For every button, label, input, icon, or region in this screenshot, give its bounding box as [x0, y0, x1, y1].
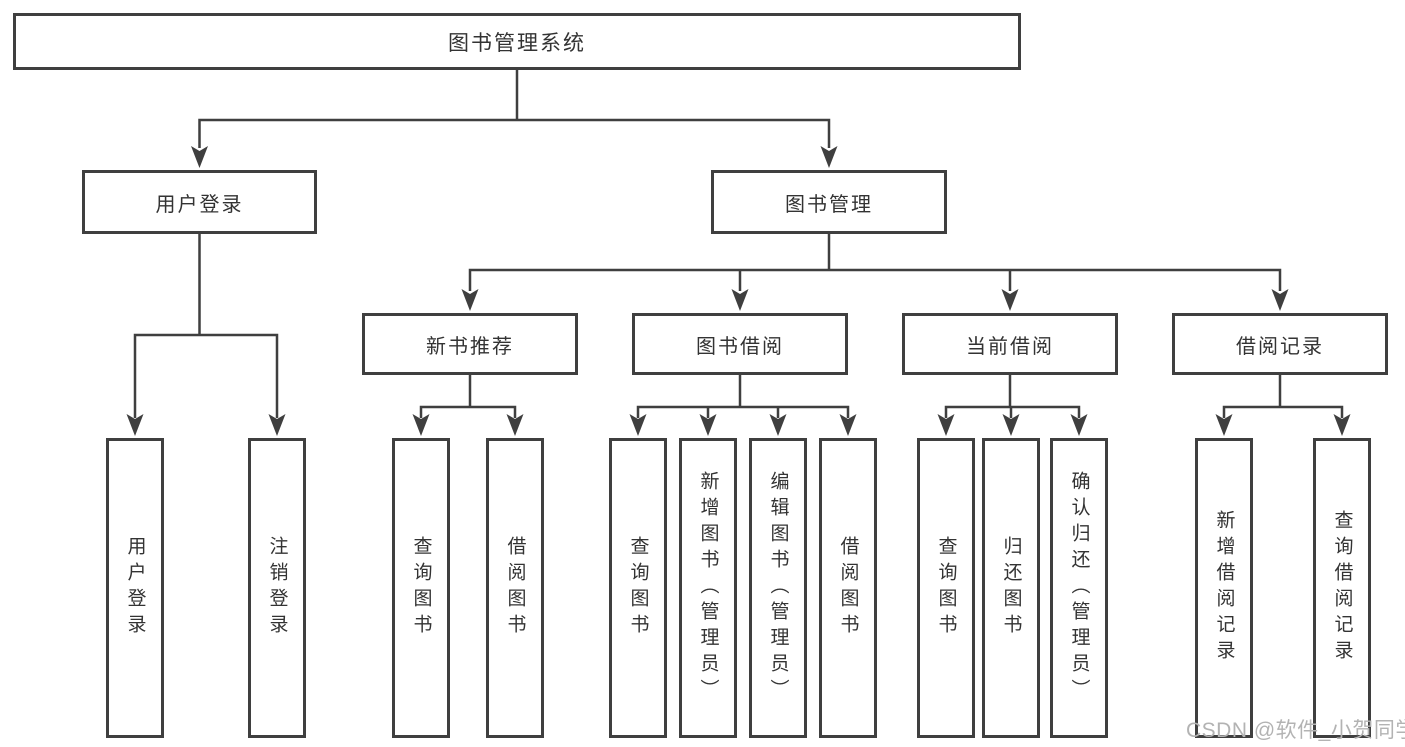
leaf-user-login-label: 用户登录 — [124, 536, 146, 640]
leaf-borrow-books-label: 借阅图书 — [837, 536, 859, 640]
node-book-borrowing: 图书借阅 — [632, 313, 848, 375]
node-borrowing-records: 借阅记录 — [1172, 313, 1388, 375]
node-new-book-recommendation: 新书推荐 — [362, 313, 578, 375]
leaf-return-books-label: 归还图书 — [1000, 536, 1022, 640]
leaf-return-books: 归还图书 — [982, 438, 1040, 738]
csdn-watermark: CSDN @软件_小贺同学 — [1186, 719, 1405, 742]
leaf-edit-books-admin: 编辑图书（管理员） — [749, 438, 807, 738]
leaf-borrow-books: 借阅图书 — [819, 438, 877, 738]
leaf-confirm-return-admin-label: 确认归还（管理员） — [1068, 471, 1090, 705]
leaf-confirm-return-admin: 确认归还（管理员） — [1050, 438, 1108, 738]
leaf-query-books-current: 查询图书 — [917, 438, 975, 738]
node-library-management-system: 图书管理系统 — [13, 13, 1021, 70]
leaf-add-borrow-record: 新增借阅记录 — [1195, 438, 1253, 738]
leaf-borrow-books-recommend: 借阅图书 — [486, 438, 544, 738]
leaf-logout: 注销登录 — [248, 438, 306, 738]
leaf-query-books-recommend-label: 查询图书 — [410, 536, 432, 640]
leaf-query-books-recommend: 查询图书 — [392, 438, 450, 738]
leaf-query-books-current-label: 查询图书 — [935, 536, 957, 640]
node-user-login: 用户登录 — [82, 170, 317, 234]
leaf-user-login: 用户登录 — [106, 438, 164, 738]
leaf-add-borrow-record-label: 新增借阅记录 — [1213, 510, 1235, 666]
node-current-borrowing: 当前借阅 — [902, 313, 1118, 375]
leaf-borrow-books-recommend-label: 借阅图书 — [504, 536, 526, 640]
leaf-query-books-borrowing: 查询图书 — [609, 438, 667, 738]
leaf-query-borrow-record-label: 查询借阅记录 — [1331, 510, 1353, 666]
leaf-logout-label: 注销登录 — [266, 536, 288, 640]
leaf-edit-books-admin-label: 编辑图书（管理员） — [767, 471, 789, 705]
leaf-add-books-admin-label: 新增图书（管理员） — [697, 471, 719, 705]
leaf-query-borrow-record: 查询借阅记录 — [1313, 438, 1371, 738]
node-book-management: 图书管理 — [711, 170, 947, 234]
leaf-query-books-borrowing-label: 查询图书 — [627, 536, 649, 640]
leaf-add-books-admin: 新增图书（管理员） — [679, 438, 737, 738]
